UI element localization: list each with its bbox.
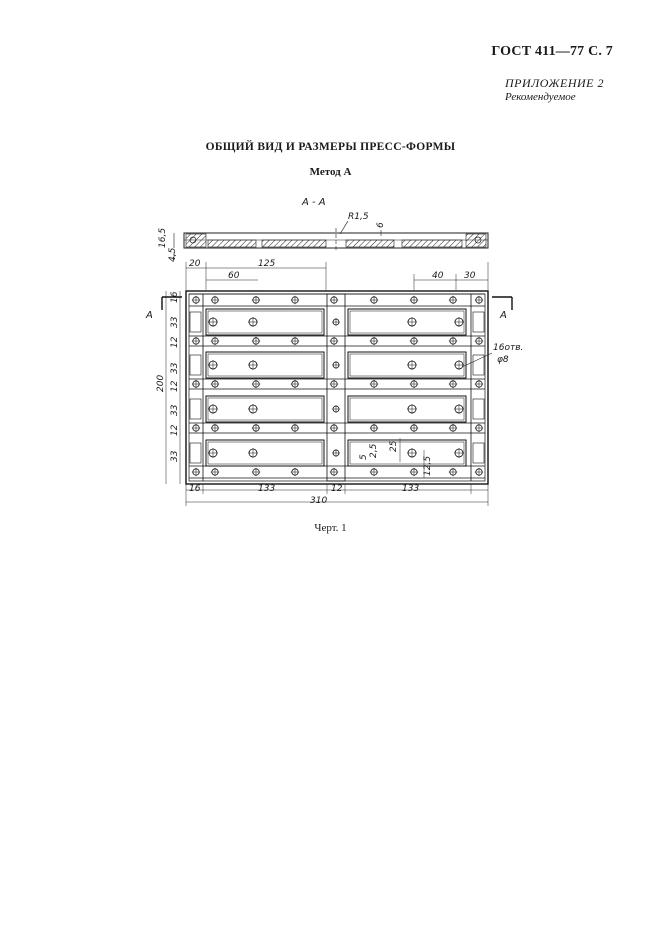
dim-16-5: 16,5: [158, 228, 168, 248]
dim-4-5: 4,5: [168, 247, 178, 262]
dim-60: 60: [228, 271, 240, 281]
holes-note: 16отв.: [493, 343, 523, 353]
cavity-right: [347, 308, 467, 336]
method-subtitle: Метод А: [309, 166, 352, 178]
cross-section: [183, 228, 489, 252]
radius-label: R1,5: [348, 212, 369, 222]
side-block: [472, 398, 485, 420]
dim-16-top: 16: [170, 291, 180, 303]
cavity-left: [205, 395, 325, 423]
side-block: [189, 311, 202, 333]
page-title: ОБЩИЙ ВИД И РАЗМЕРЫ ПРЕСС-ФОРМЫ: [205, 141, 456, 153]
dim-133-right: 133: [402, 484, 419, 494]
dim-20: 20: [189, 259, 201, 269]
dim-12-c: 12: [170, 424, 180, 436]
dim-33-a: 33: [170, 316, 180, 328]
dim-2-5: 2,5: [369, 443, 379, 458]
cavity-right: [347, 395, 467, 423]
hole-diameter: φ8: [497, 355, 509, 365]
dim-125: 125: [258, 259, 275, 269]
cavity-left-inner: [207, 353, 323, 377]
side-block: [472, 442, 485, 464]
dim-310: 310: [310, 496, 327, 506]
side-block: [472, 354, 485, 376]
dim-200: 200: [156, 375, 166, 392]
dim-16-bottom: 16: [189, 484, 201, 494]
dim-33-b: 33: [170, 362, 180, 374]
dim-6: 6: [376, 222, 386, 228]
dim-12-b: 12: [170, 380, 180, 392]
cut-mark-right: А: [499, 310, 507, 321]
cavity-left-inner: [207, 397, 323, 421]
dim-133-left: 133: [258, 484, 275, 494]
cavity-left: [205, 308, 325, 336]
press-form-drawing: А - А R1,5 6 16,5 4,5 20 125 60 40 30: [145, 197, 523, 506]
dim-33-c: 33: [170, 404, 180, 416]
section-label: А - А: [301, 197, 326, 208]
document-code: ГОСТ 411—77 С. 7: [491, 44, 613, 59]
dim-33-d: 33: [170, 450, 180, 462]
side-block: [189, 398, 202, 420]
dim-40: 40: [432, 271, 444, 281]
cavity-right: [347, 439, 467, 467]
figure-caption: Черт. 1: [314, 522, 347, 534]
side-block: [189, 354, 202, 376]
cavity-left-inner: [207, 310, 323, 334]
dim-12-5: 12,5: [423, 456, 433, 476]
appendix-label: ПРИЛОЖЕНИЕ 2: [505, 76, 604, 90]
side-block: [189, 442, 202, 464]
recommended-label: Рекомендуемое: [505, 91, 576, 103]
cavity-left-inner: [207, 441, 323, 465]
cavity-left: [205, 351, 325, 379]
dim-30: 30: [464, 271, 476, 281]
cavity-left: [205, 439, 325, 467]
cut-mark-left: А: [145, 310, 153, 321]
dim-12-a: 12: [170, 336, 180, 348]
dim-25: 25: [389, 440, 399, 452]
side-block: [472, 311, 485, 333]
dim-12-bottom: 12: [331, 484, 343, 494]
plan-view: [185, 290, 489, 485]
dim-5: 5: [359, 454, 369, 460]
